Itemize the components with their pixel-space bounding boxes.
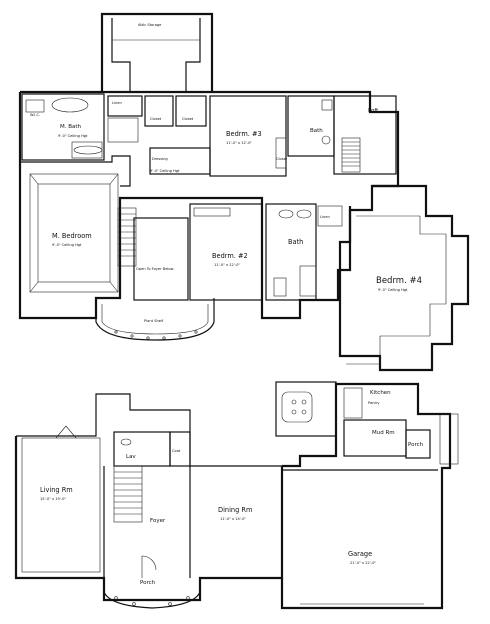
label-garage-dims: 21'-0" x 22'-0" xyxy=(350,561,376,565)
label-master-bedroom-ceiling: 9'-0" Ceiling Hgt xyxy=(52,243,82,247)
label-linen-hall: Linen xyxy=(320,215,330,219)
label-closet-b: Closet xyxy=(182,117,194,121)
label-bedroom-2: Bedrm. #2 xyxy=(212,252,248,260)
main-stair-upper xyxy=(117,207,137,267)
main-floor-plan: Living Rm 15'-0" x 19'-0" Lav Coat Foyer… xyxy=(14,381,459,610)
label-coat: Coat xyxy=(172,449,181,453)
label-garage: Garage xyxy=(348,550,372,558)
label-bedroom-4-ceiling: 9'-0" Ceiling Hgt xyxy=(378,288,408,292)
label-foyer: Foyer xyxy=(150,518,166,524)
label-kitchen: Kitchen xyxy=(370,390,391,396)
label-bedroom-2-dims: 11'-0" x 12'-0" xyxy=(214,263,240,267)
label-living-rm: Living Rm xyxy=(40,486,73,494)
label-bedroom-4: Bedrm. #4 xyxy=(376,276,422,286)
label-loft: Loft xyxy=(368,108,379,114)
label-living-dims: 15'-0" x 19'-0" xyxy=(40,497,66,501)
label-hall-bath: Bath xyxy=(288,238,303,246)
label-mud-rm: Mud Rm xyxy=(372,430,395,436)
label-open-to-below: Open To Foyer Below xyxy=(136,267,174,271)
label-closet-a: Closet xyxy=(150,117,162,121)
label-dining-dims: 11'-0" x 14'-0" xyxy=(220,517,246,521)
label-bedroom-3: Bedrm. #3 xyxy=(226,130,262,138)
label-master-bedroom: M. Bedroom xyxy=(52,232,92,240)
label-closet-bed3: Closet xyxy=(276,157,288,161)
loft-stair xyxy=(341,137,361,173)
main-stair-lower xyxy=(113,465,143,523)
label-side-porch: Porch xyxy=(408,442,424,448)
label-dressing: Dressing xyxy=(152,157,168,161)
svg-text:Attic Storage: Attic Storage xyxy=(138,23,162,27)
label-linen: Linen xyxy=(112,101,122,105)
label-front-porch: Porch xyxy=(140,580,156,586)
label-pantry: Pantry xyxy=(368,401,380,405)
label-lav: Lav xyxy=(126,454,136,460)
label-loft-bath: Bath xyxy=(310,128,323,134)
upper-floor-plan: Attic Storage M. Bath 9'-0" Ceiling Hgt … xyxy=(18,12,470,372)
label-bedroom-3-dims: 11'-0" x 12'-0" xyxy=(226,141,252,145)
label-master-bath-ceiling: 9'-0" Ceiling Hgt xyxy=(58,134,88,138)
label-plant-shelf: Plant Shelf xyxy=(144,319,164,323)
label-dining-rm: Dining Rm xyxy=(218,506,252,514)
label-master-bath: M. Bath xyxy=(60,124,82,130)
label-walk-in: W.I.C. xyxy=(30,113,40,117)
label-dressing-ceiling: 9'-0" Ceiling Hgt xyxy=(150,169,180,173)
